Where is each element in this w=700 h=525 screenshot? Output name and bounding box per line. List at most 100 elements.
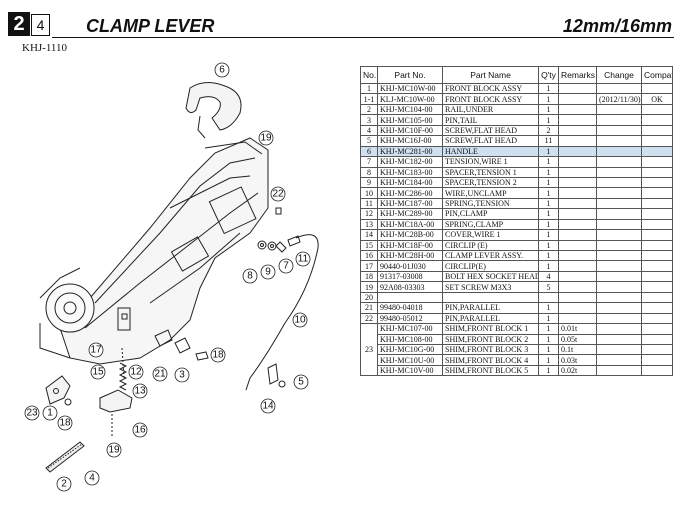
table-cell: 1 xyxy=(538,103,559,116)
parts-table: No. Part No. Part Name Q'ty Remarks Chan… xyxy=(360,66,673,377)
callout-2: 2 xyxy=(61,479,67,490)
table-cell: 15 xyxy=(360,239,378,252)
callout-7: 7 xyxy=(283,261,289,272)
table-cell xyxy=(558,208,597,220)
table-cell xyxy=(538,291,559,304)
table-cell: KHJ-MC105-00 xyxy=(377,114,443,126)
table-cell xyxy=(442,291,539,304)
table-cell: 1 xyxy=(538,187,559,199)
table-cell: 4 xyxy=(360,124,378,137)
table-cell: PIN,TAIL xyxy=(442,114,539,126)
callout-1: 1 xyxy=(47,408,53,419)
table-cell: 1 xyxy=(538,166,559,178)
table-cell: FRONT BLOCK ASSY xyxy=(442,93,539,105)
model-code: KHJ-1110 xyxy=(22,42,68,54)
table-cell: KHJ-MC16J-00 xyxy=(377,135,443,147)
col-change: Change xyxy=(596,66,642,84)
table-cell xyxy=(558,281,597,293)
table-cell: KHJ-MC182-00 xyxy=(377,156,443,168)
table-cell: SET SCREW M3X3 xyxy=(442,281,539,293)
table-cell xyxy=(558,124,597,137)
table-cell xyxy=(596,114,642,126)
table-cell xyxy=(641,103,673,116)
callout-11: 11 xyxy=(298,254,309,265)
table-cell xyxy=(641,82,673,95)
table-cell: KHJ-MC28H-00 xyxy=(377,249,443,262)
handle-part xyxy=(185,82,242,131)
table-cell: KHJ-MC286-00 xyxy=(377,187,443,199)
table-cell: 3 xyxy=(360,114,378,126)
table-cell: SPRING,CLAMP xyxy=(442,218,539,231)
table-cell: 5 xyxy=(538,281,559,293)
table-cell xyxy=(596,249,642,262)
table-cell xyxy=(558,103,597,116)
table-cell xyxy=(596,197,642,210)
table-cell: KHJ-MC18F-00 xyxy=(377,239,443,252)
table-cell xyxy=(641,156,673,168)
table-cell xyxy=(558,270,597,283)
table-cell xyxy=(641,135,673,147)
callout-6: 6 xyxy=(219,65,225,76)
table-cell xyxy=(596,239,642,252)
table-cell: KHJ-MC107-00 xyxy=(377,323,443,335)
table-cell: 90440-01J030 xyxy=(377,260,443,272)
table-cell: PIN,PARALLEL xyxy=(442,312,539,325)
table-cell: 4 xyxy=(538,270,559,283)
table-cell: 1 xyxy=(538,218,559,231)
table-cell xyxy=(558,114,597,126)
callout-19b: 19 xyxy=(108,445,120,456)
table-cell: 1 xyxy=(538,354,559,366)
table-cell: KLJ-MC10W-00 xyxy=(377,93,443,105)
callout-18a: 18 xyxy=(212,350,224,361)
table-cell: 1 xyxy=(538,82,559,95)
table-cell: KHJ-MC108-00 xyxy=(377,333,443,345)
table-cell: COVER,WIRE 1 xyxy=(442,229,539,241)
table-cell xyxy=(596,124,642,137)
table-cell xyxy=(558,82,597,95)
table-cell xyxy=(596,82,642,95)
under-rail xyxy=(45,441,85,473)
callout-8: 8 xyxy=(247,271,253,282)
table-cell xyxy=(558,166,597,178)
table-cell xyxy=(641,239,673,252)
table-cell xyxy=(558,187,597,199)
table-cell: SCREW,FLAT HEAD xyxy=(442,135,539,147)
col-compati: Compati. xyxy=(641,66,673,84)
table-cell: CLAMP LEVER ASSY. xyxy=(442,249,539,262)
table-cell: SHIM,FRONT BLOCK 3 xyxy=(442,343,539,356)
clamp-spring xyxy=(118,362,128,391)
table-cell xyxy=(596,145,642,158)
table-cell: CIRCLIP (E) xyxy=(442,239,539,252)
table-cell xyxy=(596,187,642,199)
table-cell: TENSION,WIRE 1 xyxy=(442,156,539,168)
table-cell xyxy=(558,135,597,147)
table-cell: PIN,PARALLEL xyxy=(442,302,539,314)
table-cell: 92A08-03303 xyxy=(377,281,443,293)
table-cell: 1 xyxy=(538,145,559,158)
parts-table-header: No. Part No. Part Name Q'ty Remarks Chan… xyxy=(360,66,673,84)
table-cell xyxy=(641,208,673,220)
col-part-name: Part Name xyxy=(442,66,539,84)
table-cell xyxy=(558,260,597,272)
callout-9: 9 xyxy=(265,267,271,278)
table-cell: 1 xyxy=(538,114,559,126)
table-cell: 21 xyxy=(360,302,378,314)
table-cell xyxy=(558,145,597,158)
table-cell: 1 xyxy=(538,156,559,168)
table-cell xyxy=(377,291,443,304)
table-cell: 1 xyxy=(538,260,559,272)
